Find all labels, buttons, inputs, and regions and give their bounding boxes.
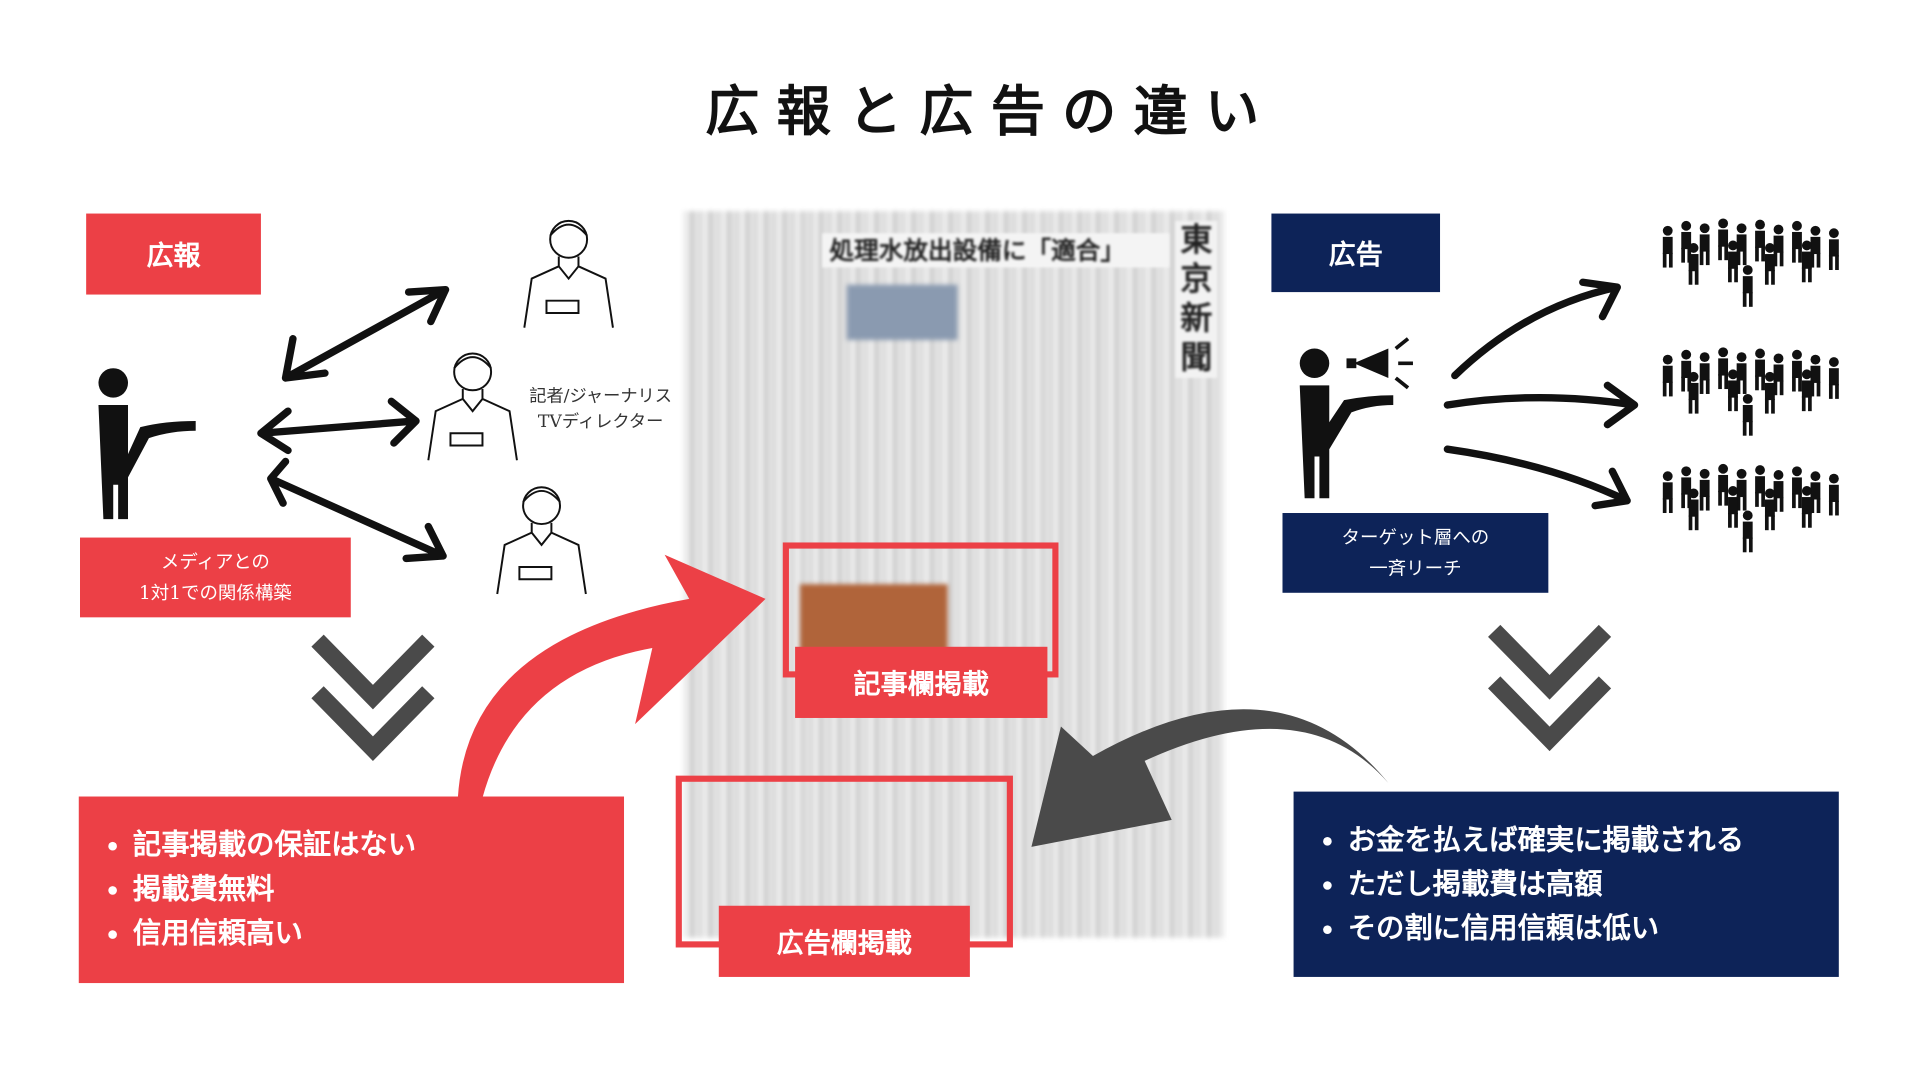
relation-box: メディアとの 1対1での関係構築 [80,537,351,618]
ad-label: 広告欄掲載 [718,905,970,977]
pr-points-box: 記事掲載の保証はない掲載費無料信用信頼高い [78,796,625,984]
broadcast-arrows [1443,278,1639,510]
crowd-icon-1 [1663,218,1839,306]
ad-tag: 広告 [1271,213,1441,293]
ad-point: お金を払えば確実に掲載される [1348,819,1839,863]
reach-line1: ターゲット層への [1341,525,1490,548]
reach-line2: 一斉リーチ [1369,556,1462,579]
crowd-icon-3 [1663,464,1839,552]
chevron-down-icon-right [1488,624,1612,752]
newspaper-headline: 処理水放出設備に「適合」 [822,233,1170,268]
ad-point: その割に信用信頼は低い [1348,907,1839,951]
two-way-arrows [257,285,450,563]
megaphone-person-icon [1299,337,1413,499]
journalist-line1: 記者/ジャーナリス [529,386,673,407]
journalist-icon-2 [427,352,518,462]
ad-point: ただし掲載費は高額 [1348,863,1839,907]
relation-line1: メディアとの [160,550,270,573]
ad-points-box: お金を払えば確実に掲載されるただし掲載費は高額その割に信用信頼は低い [1293,791,1839,977]
journalist-icon-3 [496,486,587,595]
crowd-icon-2 [1663,347,1839,435]
reach-box: ターゲット層への 一斉リーチ [1282,513,1549,593]
page-title: 広報と広告の違い [705,81,1277,144]
journalist-label: 記者/ジャーナリス TVディレクター [527,384,675,436]
pr-point: 記事掲載の保証はない [133,824,624,868]
relation-line2: 1対1での関係構築 [139,581,292,604]
journalist-icon-1 [523,219,614,329]
article-photo [800,584,948,652]
pr-tag: 広報 [86,213,261,295]
curved-arrow-gray [1031,709,1389,847]
article-label: 記事欄掲載 [795,646,1048,718]
pr-point: 掲載費無料 [133,868,624,912]
chevron-down-icon-left [311,634,435,761]
newspaper-photo [846,284,958,340]
pr-person-icon [98,368,196,520]
journalist-line2: TVディレクター [537,412,664,433]
curved-arrow-red [457,554,766,798]
newspaper-masthead: 東京新聞 [1175,220,1218,379]
pr-point: 信用信頼高い [133,912,624,956]
